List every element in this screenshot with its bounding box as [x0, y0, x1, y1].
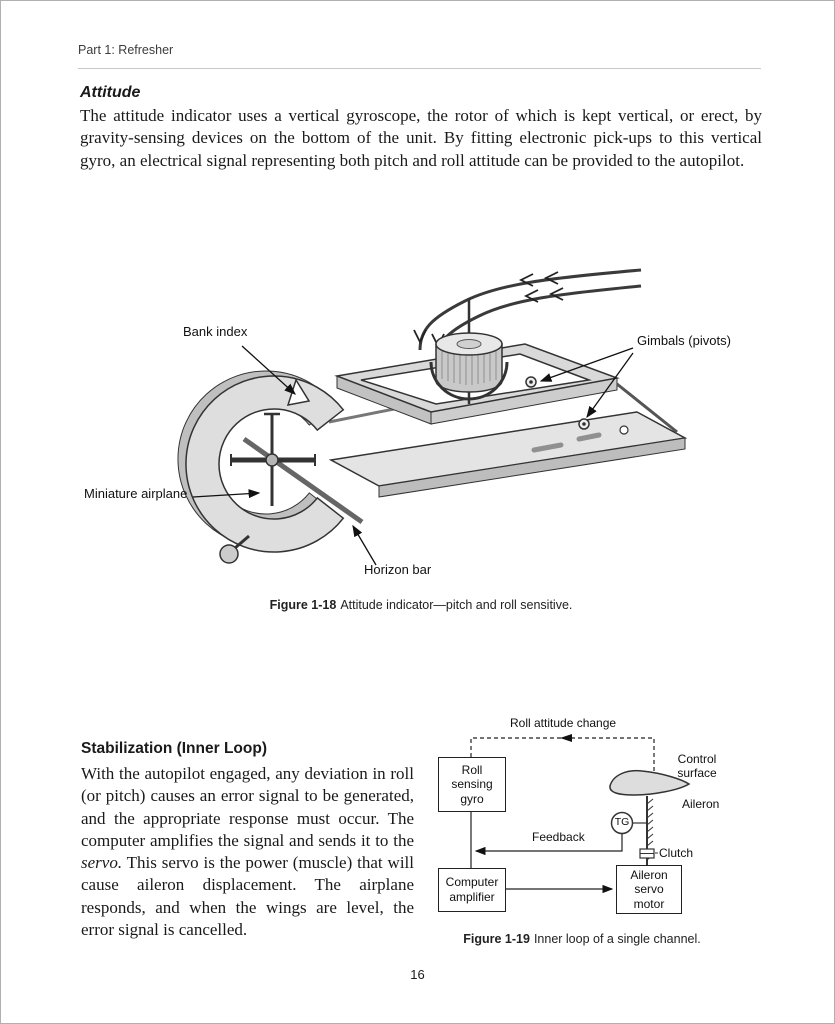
roll-sensing-gyro-box: Roll sensing gyro [438, 757, 506, 812]
figure-1-18-caption-label: Figure 1-18 [269, 598, 337, 612]
gimbal-pivots [525, 376, 678, 434]
header-rule [78, 68, 761, 69]
callout-arrows [192, 345, 634, 566]
figure-1-19-caption-label: Figure 1-19 [463, 932, 530, 946]
clutch-symbol [639, 848, 658, 859]
page-number: 16 [410, 967, 425, 982]
miniature-airplane-symbol [230, 412, 316, 506]
label-aileron: Aileron [682, 797, 720, 811]
label-horizon-bar: Horizon bar [364, 562, 432, 577]
label-roll-attitude-change: Roll attitude change [510, 716, 617, 730]
control-surface-airfoil [609, 769, 691, 796]
caging-knob [219, 534, 250, 564]
running-header: Part 1: Refresher [78, 43, 174, 57]
label-tg: TG [614, 816, 630, 828]
section-heading-attitude: Attitude [80, 84, 141, 101]
flow-arrow-icon [413, 271, 564, 349]
section-heading-stabilization: Stabilization (Inner Loop) [81, 740, 267, 757]
label-miniature-airplane: Miniature airplane [84, 486, 188, 501]
label-clutch: Clutch [659, 846, 694, 860]
figure-1-19-caption-text: Inner loop of a single channel. [533, 932, 701, 946]
label-gimbals: Gimbals (pivots) [637, 333, 731, 348]
gimbal-base-platform [328, 411, 688, 498]
roll-attitude-change-path [470, 737, 655, 772]
figure-1-18-caption-text: Attitude indicator—pitch and roll sensit… [340, 598, 573, 612]
left-arrowhead-icon [560, 734, 572, 742]
stabilization-servo-italic: servo. [81, 853, 123, 873]
figure-1-18: Bank index Gimbals (pivots) Miniature ai… [79, 254, 763, 596]
figure-1-19: Roll attitude change Roll sensing gyro C… [426, 714, 738, 954]
inner-loop-diagram [470, 734, 691, 894]
computer-amplifier-box: Computer amplifier [438, 868, 506, 912]
stabilization-paragraph: With the autopilot engaged, any deviatio… [81, 763, 414, 941]
gyro-rotor [429, 298, 509, 404]
aileron-servo-motor-box: Aileron servo motor [616, 865, 682, 914]
attitude-paragraph: The attitude indicator uses a vertical g… [80, 106, 762, 170]
label-control-surface: Control surface [677, 752, 717, 780]
attitude-dial [177, 370, 345, 553]
label-bank-index: Bank index [183, 324, 248, 339]
stabilization-text-after: This servo is the power (muscle) that wi… [81, 853, 414, 939]
stabilization-text-before: With the autopilot engaged, any deviatio… [81, 764, 414, 850]
label-feedback: Feedback [532, 830, 585, 844]
horizon-bar [242, 436, 364, 525]
feedback-path [474, 833, 623, 856]
attitude-indicator-illustration [177, 268, 688, 566]
